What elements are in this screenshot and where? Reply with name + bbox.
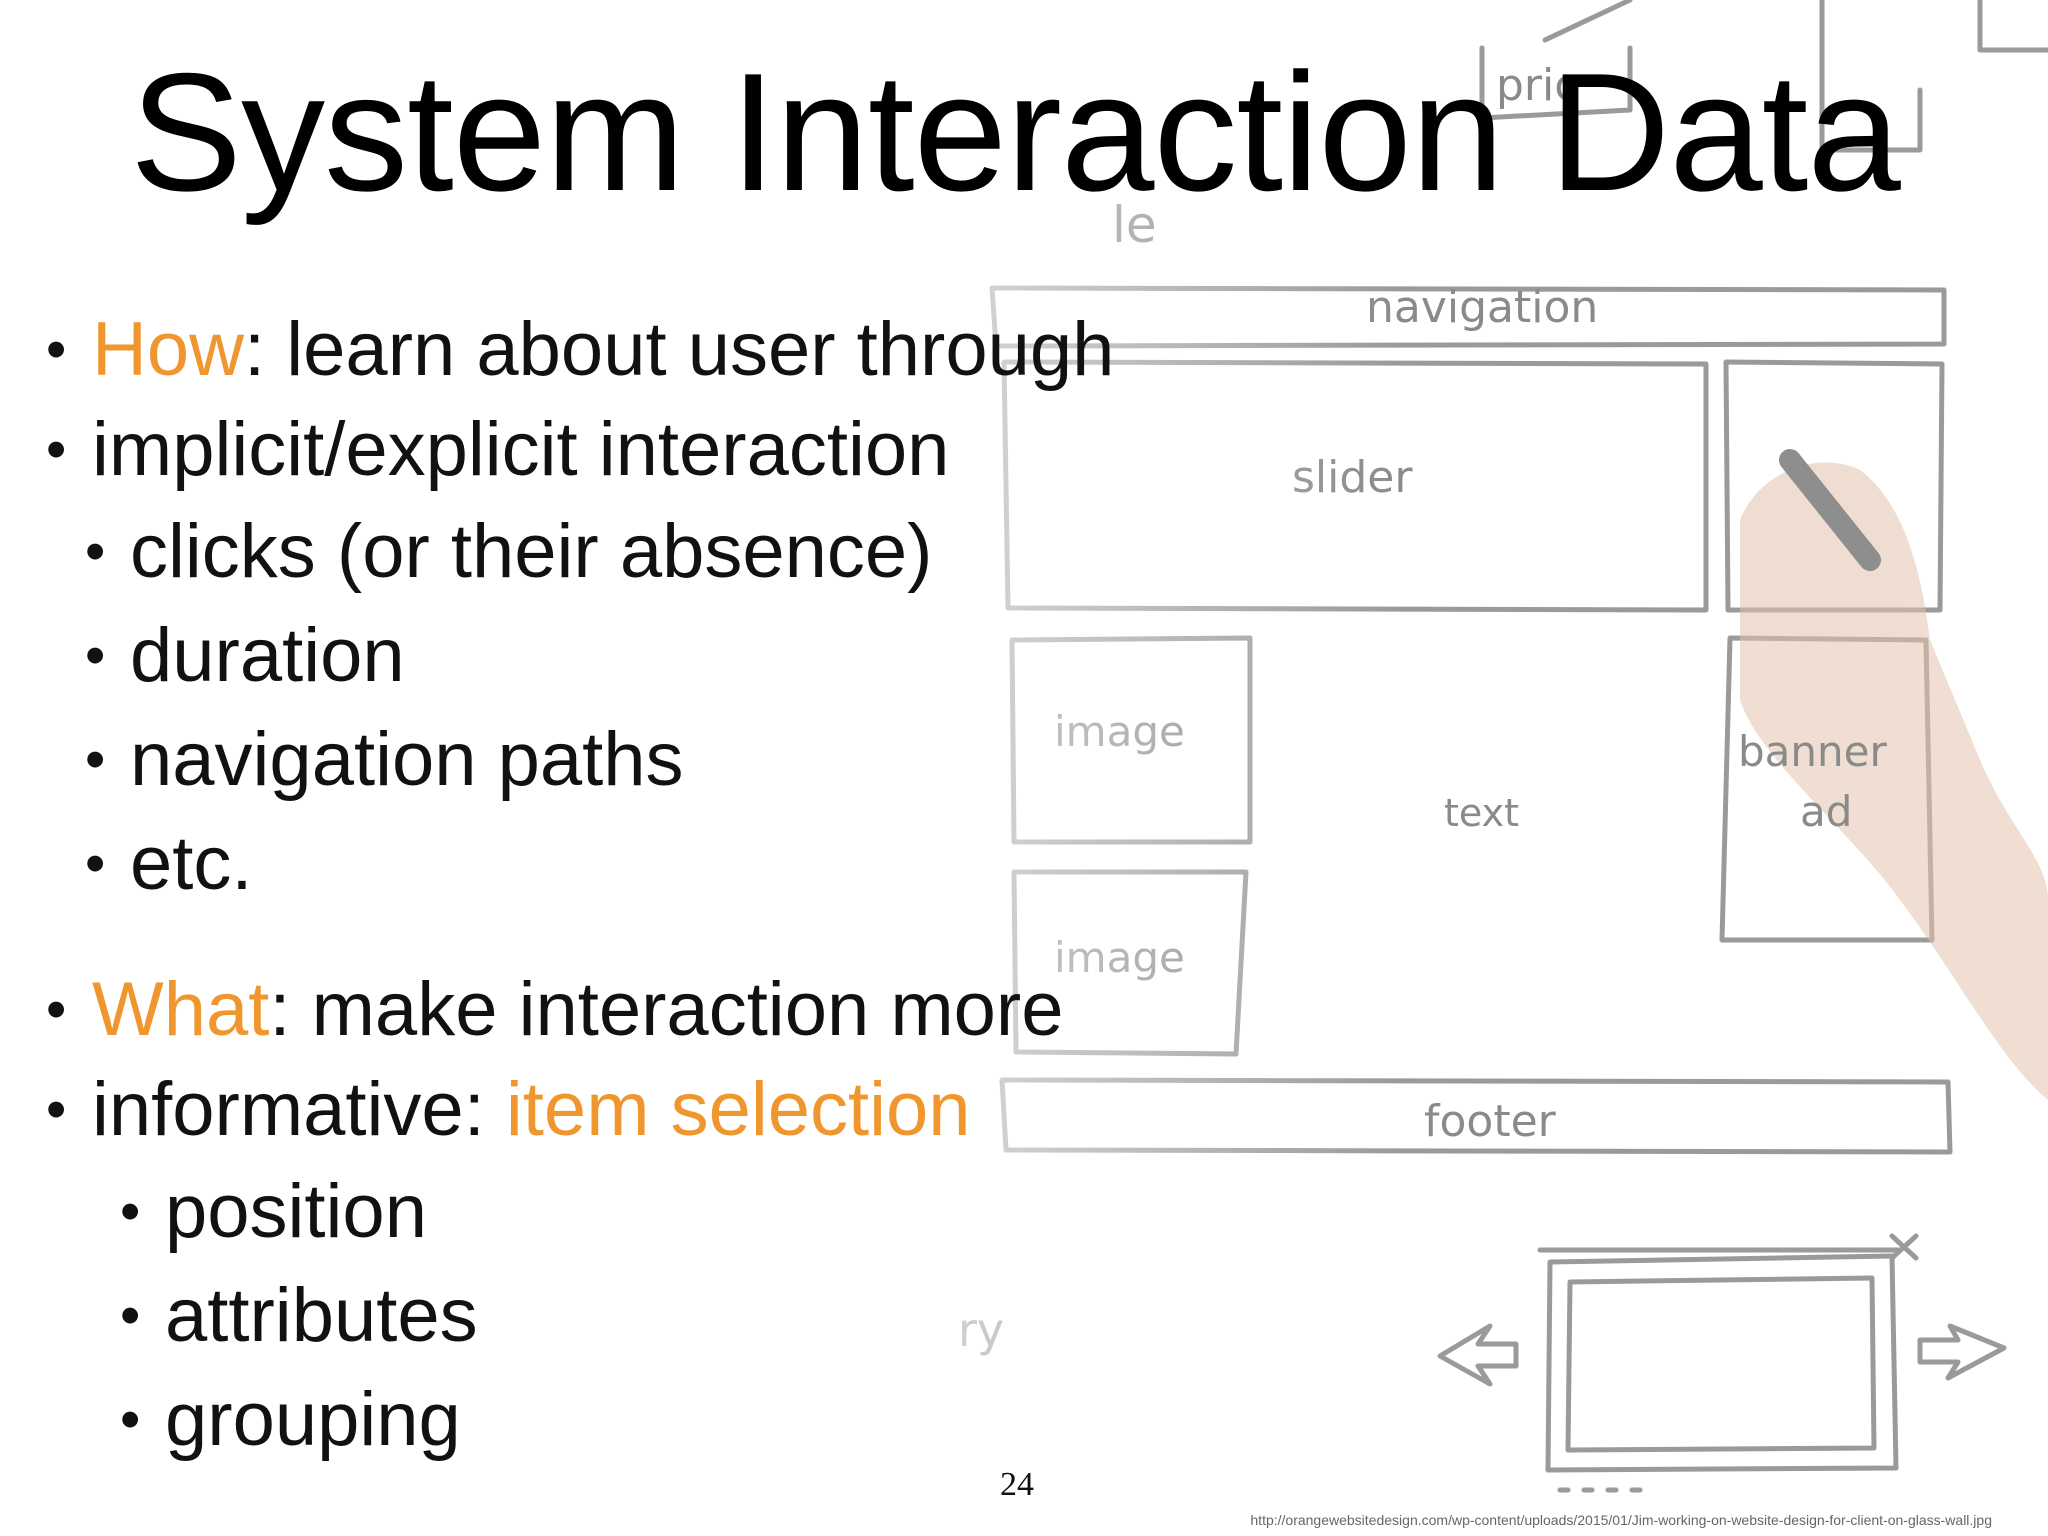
sketch-label-footer: footer [1424,1096,1557,1147]
page-number: 24 [1000,1466,1034,1503]
what-continuation-prefix: informative: [92,1067,506,1152]
sub-bullet-what-1: position [40,1160,1340,1264]
bullet-gap [40,916,1340,960]
what-keyword: What [92,967,270,1052]
sub-bullet-what-2: attributes [40,1264,1340,1368]
what-text: : make interaction more [269,967,1064,1052]
hand-with-marker [1740,449,2048,1100]
sketch-device-outer [1545,1253,1899,1473]
sub-bullet-how-3: navigation paths [40,708,1340,812]
bullet-what: What: make interaction more [40,960,1340,1060]
sketch-close-mark [1889,1233,1919,1261]
sketch-top-box [1819,0,1923,153]
bullet-how: How: learn about user through [40,300,1340,400]
sketch-right-column-box [1723,359,1945,613]
sub-bullet-how-1: clicks (or their absence) [40,500,1340,604]
sketch-corner-box [1977,0,2048,53]
sub-bullet-how-2: duration [40,604,1340,708]
sketch-label-ad: ad [1800,787,1852,836]
sketch-label-navigation: navigation [1366,282,1598,333]
sub-bullet-how-4: etc. [40,812,1340,916]
sketch-arrow-right [1917,1323,2007,1381]
sketch-label-banner: banner [1738,727,1887,776]
sketch-label-price: pric [1496,60,1578,111]
what-continuation-highlight: item selection [505,1067,971,1152]
slide-title: System Interaction Data [130,38,1901,226]
bullet-what-continuation: informative: item selection [40,1060,1340,1160]
sketch-price-box [1479,45,1633,121]
how-text: : learn about user through [244,307,1115,392]
sub-bullet-what-3: grouping [40,1368,1340,1472]
sketch-arrow-left [1437,1323,1519,1387]
source-url: http://orangewebsitedesign.com/wp-conten… [1250,1512,1992,1528]
sketch-device-inner [1565,1275,1877,1453]
bullet-list: How: learn about user through implicit/e… [40,300,1340,1472]
sketch-line-top [1542,0,1633,43]
sketch-label-text: text [1444,791,1519,835]
how-keyword: How [92,307,245,392]
bullet-how-continuation: implicit/explicit interaction [40,400,1340,500]
